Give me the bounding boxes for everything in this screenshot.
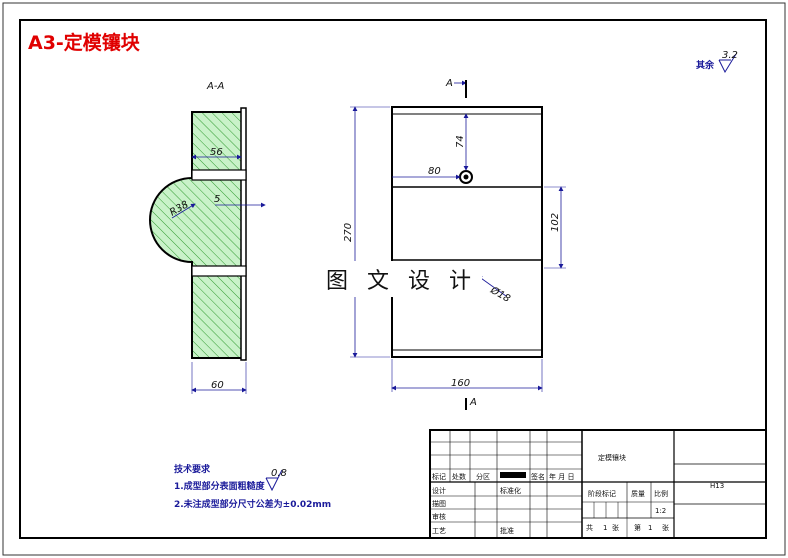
tb-stage: 阶段标记 <box>588 489 616 498</box>
tb-page-unit: 张 <box>662 523 669 532</box>
tb-zone: 分区 <box>476 472 490 481</box>
dim-160: 160 <box>451 378 470 389</box>
tb-ratio: 1:2 <box>655 507 666 515</box>
roughness-symbol: 其余 3.2 <box>696 50 738 74</box>
title-block <box>429 429 767 539</box>
front-body <box>391 106 543 358</box>
section-lip <box>240 107 247 361</box>
tb-design: 设计 <box>432 486 446 495</box>
tech-heading: 技术要求 <box>174 463 211 475</box>
section-body <box>149 111 243 359</box>
tb-weight: 质量 <box>631 489 645 498</box>
tb-standard: 标准化 <box>500 486 521 495</box>
bore-lower <box>191 265 247 277</box>
dim-74: 74 <box>455 135 466 148</box>
tb-review: 审核 <box>432 512 446 521</box>
dim-d18: Ø18 <box>488 284 513 305</box>
tech-line-1-value: 0.8 <box>271 468 287 479</box>
dim-270: 270 <box>343 223 354 242</box>
tech-line-2: 2.未注成型部分尺寸公差为±0.02mm <box>174 498 331 510</box>
bore-upper <box>191 169 247 181</box>
tb-sheets-unit: 张 <box>612 523 619 532</box>
watermark-bg <box>320 261 482 297</box>
tb-page-no: 1 <box>648 524 652 532</box>
tech-line-1: 1.成型部分表面粗糙度 <box>174 480 266 492</box>
inner-frame <box>19 19 767 539</box>
section-view: 56 5 R38 60 <box>149 107 266 394</box>
tb-process: 工艺 <box>432 527 446 535</box>
dim-56: 56 <box>210 147 223 158</box>
roughness-label: 其余 <box>696 59 715 71</box>
tb-mark: 标记 <box>432 472 446 481</box>
tb-sign: 签名 <box>531 472 545 481</box>
tb-drafter: 描图 <box>432 499 446 508</box>
section-mark-bottom: A <box>469 397 477 408</box>
tb-total: 共 <box>586 523 593 532</box>
tb-sheets-total: 1 <box>603 524 607 532</box>
tb-page: 第 <box>634 523 641 532</box>
drawing-title: A3-定模镶块 <box>28 31 141 54</box>
watermark: 图 文 设 计 <box>326 269 477 294</box>
tb-count: 处数 <box>452 472 466 481</box>
section-mark-top: A <box>445 78 453 89</box>
title-block-text: 标记 处数 分区 签名 年 月 日 设计 标准化 描图 审核 工艺 批准 定模镶… <box>432 453 724 535</box>
technical-notes: 技术要求 1.成型部分表面粗糙度 0.8 2.未注成型部分尺寸公差为±0.02m… <box>174 463 331 510</box>
section-label: A-A <box>206 81 224 92</box>
dim-102: 102 <box>550 213 561 232</box>
tb-ratio-label: 比例 <box>654 489 668 498</box>
tb-approve: 批准 <box>500 526 514 535</box>
dim-5: 5 <box>214 194 220 205</box>
front-view: A A 74 80 270 102 Ø18 160 <box>343 78 566 410</box>
roughness-value: 3.2 <box>722 50 738 61</box>
tb-material: H13 <box>710 482 724 490</box>
tb-date: 年 月 日 <box>549 472 574 481</box>
dim-60: 60 <box>211 380 224 391</box>
tb-part-name: 定模镶块 <box>598 453 626 462</box>
dim-80: 80 <box>428 166 441 177</box>
